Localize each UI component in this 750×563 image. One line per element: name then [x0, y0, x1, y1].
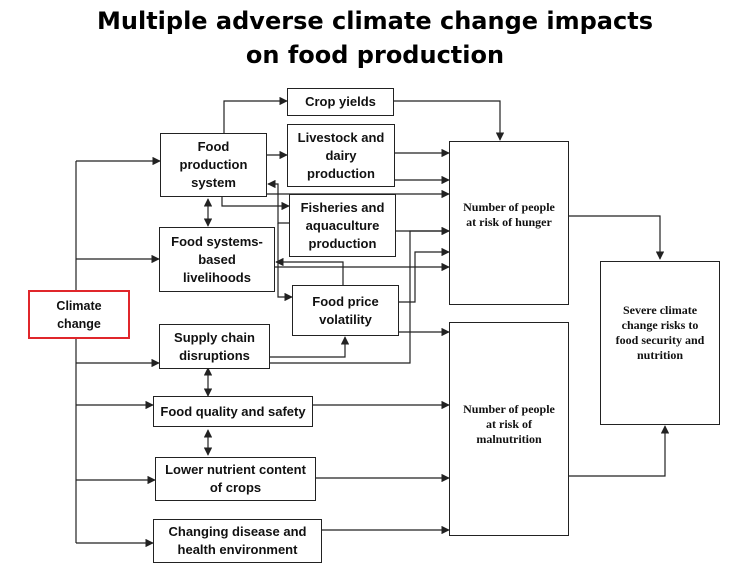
node-crop-yields: Crop yields — [287, 88, 394, 116]
node-food-price-volatility: Food price volatility — [292, 285, 399, 336]
node-food-systems-livelihoods: Food systems-based livelihoods — [159, 227, 275, 292]
title-line-1: Multiple adverse climate change impacts — [97, 7, 653, 35]
node-fisheries-aquaculture: Fisheries and aquaculture production — [289, 194, 396, 257]
node-supply-chain-disruptions: Supply chain disruptions — [159, 324, 270, 369]
node-risk-of-malnutrition: Number of people at risk of malnutrition — [449, 322, 569, 536]
node-climate-change: Climate change — [28, 290, 130, 339]
node-livestock-dairy: Livestock and dairy production — [287, 124, 395, 187]
node-risk-of-hunger: Number of people at risk of hunger — [449, 141, 569, 305]
node-severe-climate-risks: Severe climate change risks to food secu… — [600, 261, 720, 425]
node-changing-disease-health: Changing disease and health environment — [153, 519, 322, 563]
node-lower-nutrient-content: Lower nutrient content of crops — [155, 457, 316, 501]
node-food-quality-safety: Food quality and safety — [153, 396, 313, 427]
title-line-2: on food production — [245, 41, 505, 69]
node-food-production-system: Food production system — [160, 133, 267, 197]
